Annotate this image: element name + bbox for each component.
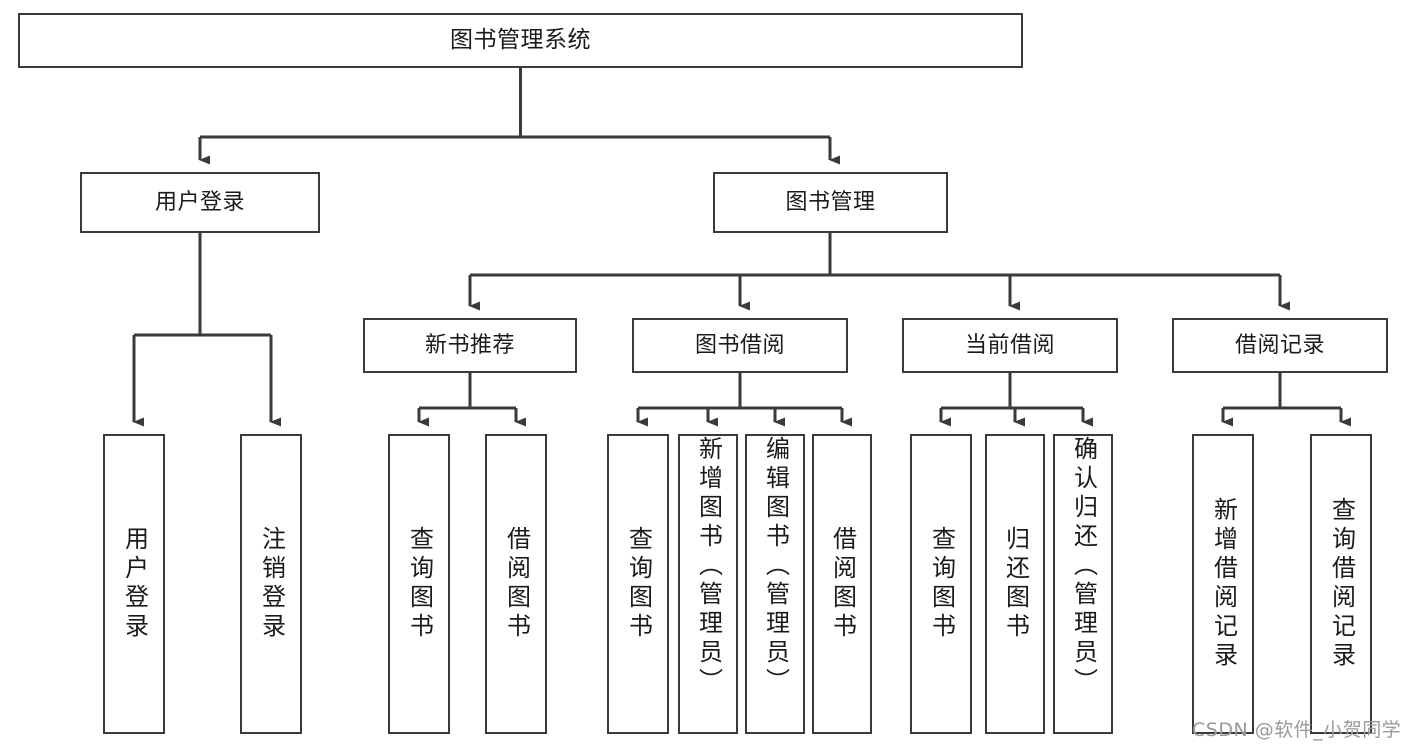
node-book-management-label: 图书管理 — [785, 189, 876, 215]
node-user-login-label: 用户登录 — [154, 189, 245, 215]
node-leaf-return-book[interactable]: 归还图书 — [985, 434, 1045, 734]
node-new-book-recommendation[interactable]: 新书推荐 — [363, 318, 577, 373]
node-leaf-borrow-book-b[interactable]: 借阅图书 — [812, 434, 872, 734]
node-root-book-management-system[interactable]: 图书管理系统 — [18, 13, 1023, 68]
node-leaf-label: 查询借阅记录 — [1327, 497, 1356, 671]
node-leaf-query-borrow-record[interactable]: 查询借阅记录 — [1310, 434, 1372, 734]
node-current-borrowing[interactable]: 当前借阅 — [902, 318, 1118, 373]
node-leaf-confirm-return-admin[interactable]: 确认归还（管理员） — [1053, 434, 1113, 734]
node-leaf-edit-book-admin[interactable]: 编辑图书（管理员） — [745, 434, 805, 734]
node-leaf-label: 借阅图书 — [502, 526, 531, 642]
node-borrowing-records-label: 借阅记录 — [1234, 332, 1325, 358]
watermark-text: CSDN @软件_小贺同学 — [1192, 719, 1402, 741]
node-borrowing-records[interactable]: 借阅记录 — [1172, 318, 1388, 373]
node-current-borrowing-label: 当前借阅 — [964, 332, 1055, 358]
node-user-login[interactable]: 用户登录 — [80, 172, 320, 233]
node-leaf-label: 确认归还（管理员） — [1069, 436, 1098, 697]
node-leaf-label: 用户登录 — [120, 526, 149, 642]
node-leaf-label: 查询图书 — [927, 526, 956, 642]
node-leaf-label: 新增图书（管理员） — [694, 436, 723, 697]
node-book-borrowing[interactable]: 图书借阅 — [632, 318, 848, 373]
node-leaf-label: 归还图书 — [1001, 526, 1030, 642]
node-book-management[interactable]: 图书管理 — [713, 172, 948, 233]
node-book-borrowing-label: 图书借阅 — [694, 332, 785, 358]
node-leaf-borrow-book-a[interactable]: 借阅图书 — [485, 434, 547, 734]
node-leaf-query-book-b[interactable]: 查询图书 — [607, 434, 669, 734]
node-leaf-label: 注销登录 — [257, 526, 286, 642]
node-leaf-label: 新增借阅记录 — [1209, 497, 1238, 671]
node-new-book-recommendation-label: 新书推荐 — [424, 332, 515, 358]
node-root-label: 图书管理系统 — [450, 27, 591, 53]
node-leaf-label: 查询图书 — [624, 526, 653, 642]
node-leaf-label: 编辑图书（管理员） — [761, 436, 790, 697]
node-leaf-add-borrow-record[interactable]: 新增借阅记录 — [1192, 434, 1254, 734]
node-leaf-user-login[interactable]: 用户登录 — [103, 434, 165, 734]
node-leaf-add-book-admin[interactable]: 新增图书（管理员） — [678, 434, 738, 734]
node-leaf-query-book-a[interactable]: 查询图书 — [388, 434, 450, 734]
node-leaf-label: 借阅图书 — [828, 526, 857, 642]
node-leaf-logout[interactable]: 注销登录 — [240, 434, 302, 734]
node-leaf-query-book-c[interactable]: 查询图书 — [910, 434, 972, 734]
node-leaf-label: 查询图书 — [405, 526, 434, 642]
